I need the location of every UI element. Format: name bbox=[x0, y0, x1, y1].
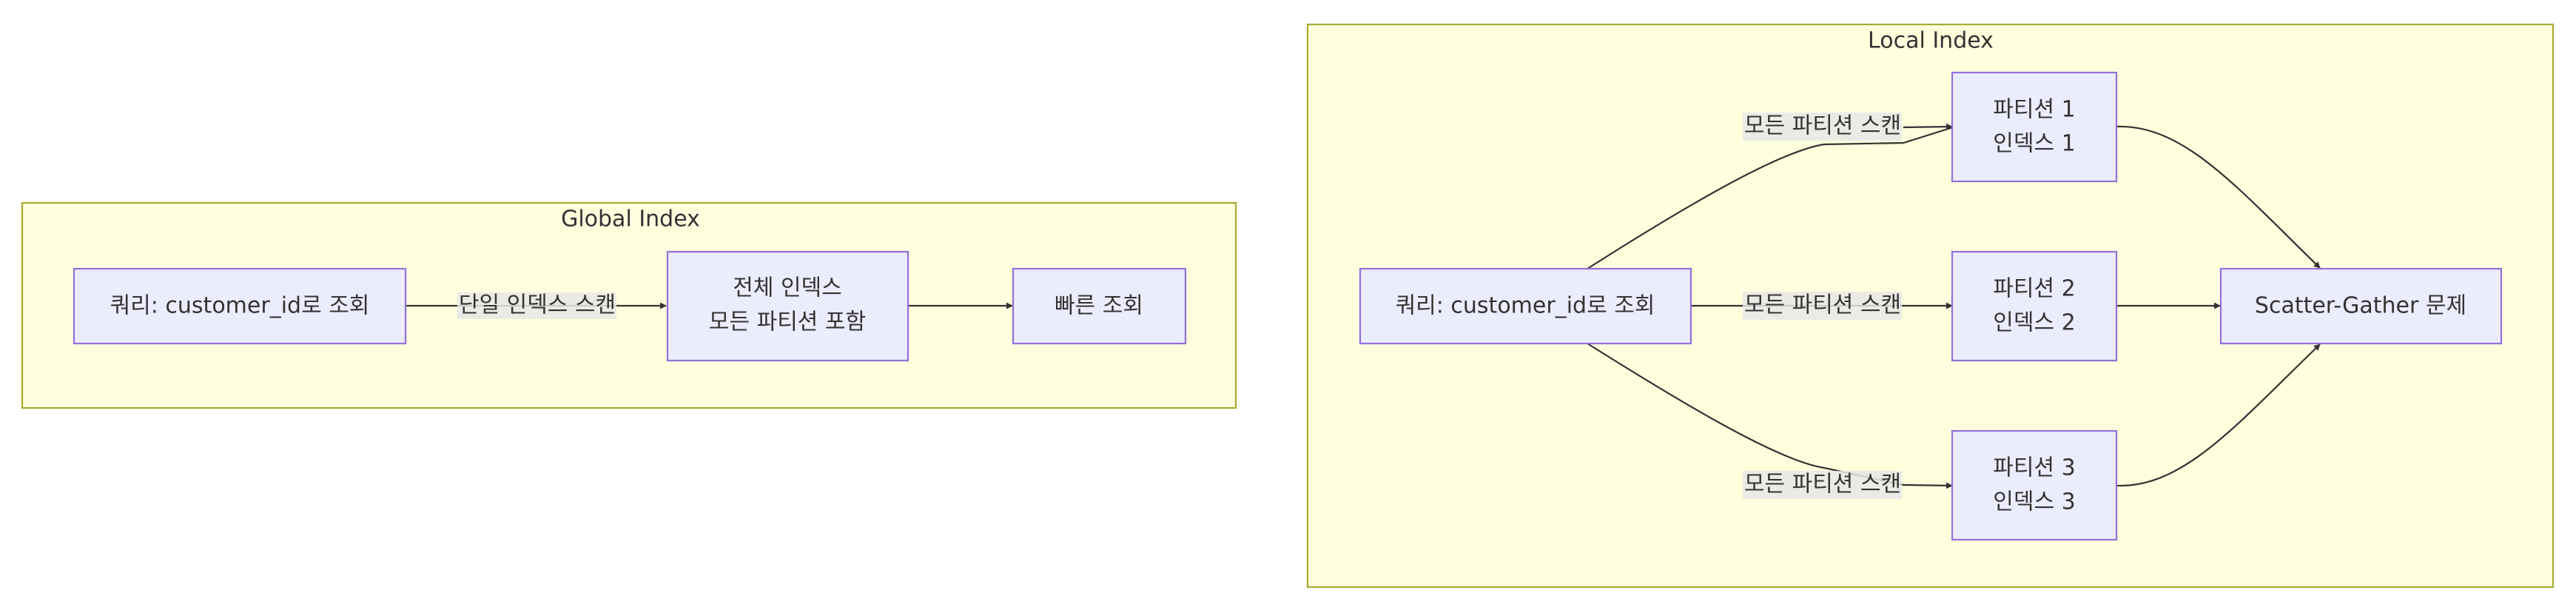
scan-label-3: 모든 파티션 스캔 bbox=[1744, 472, 1901, 498]
partition-2-line2: 인덱스 2 bbox=[1993, 310, 2075, 336]
fast-lookup-node-label: 빠른 조회 bbox=[1055, 293, 1143, 319]
edge-query-to-partition-1-path bbox=[1587, 126, 1954, 269]
edge-label-single-scan: 단일 인덱스 스캔 bbox=[457, 292, 616, 319]
global-index-title: Global Index bbox=[561, 207, 700, 232]
fast-lookup-node: 빠른 조회 bbox=[1012, 267, 1187, 345]
partition-1-node: 파티션 1 인덱스 1 bbox=[1951, 71, 2118, 183]
partition-3-line1: 파티션 3 bbox=[1993, 455, 2075, 481]
partition-2-line1: 파티션 2 bbox=[1993, 276, 2075, 302]
edge-query-to-partition-3-path bbox=[1587, 343, 1904, 486]
partition-1-line2: 인덱스 1 bbox=[1993, 131, 2075, 157]
partition-3-node: 파티션 3 인덱스 3 bbox=[1951, 429, 2118, 541]
edge-label-scan-3: 모든 파티션 스캔 bbox=[1743, 471, 1902, 499]
edge-label-background bbox=[1743, 471, 1902, 499]
edge-query-to-partition-3-head bbox=[1903, 482, 1953, 489]
scatter-gather-node-label: Scatter-Gather 문제 bbox=[2255, 293, 2466, 319]
global-query-node-label: 쿼리: customer_id로 조회 bbox=[110, 293, 370, 319]
local-index-title: Local Index bbox=[1868, 28, 1994, 54]
partition-2-node: 파티션 2 인덱스 2 bbox=[1951, 250, 2118, 362]
full-index-node-line1: 전체 인덱스 bbox=[733, 275, 842, 301]
edge-label-background bbox=[1743, 292, 1902, 320]
partition-2-node-box bbox=[1951, 250, 2118, 362]
local-query-node: 쿼리: customer_id로 조회 bbox=[1359, 267, 1692, 345]
edge-label-background bbox=[457, 292, 616, 319]
local-index-cluster: Local Index 모든 파티션 스캔 모든 파티션 스캔 모든 파티션 스… bbox=[1306, 23, 2555, 589]
full-index-node-box bbox=[666, 250, 909, 362]
local-query-node-label: 쿼리: customer_id로 조회 bbox=[1396, 293, 1655, 319]
scan-label-2: 모든 파티션 스캔 bbox=[1744, 292, 1901, 318]
partition-1-node-box bbox=[1951, 71, 2118, 183]
partition-3-line2: 인덱스 3 bbox=[1993, 489, 2075, 515]
global-query-node-box bbox=[73, 267, 407, 345]
edge-label-scan-2: 모든 파티션 스캔 bbox=[1743, 292, 1902, 320]
edge-partition-3-to-problem bbox=[2116, 344, 2321, 487]
single-scan-label: 단일 인덱스 스캔 bbox=[459, 292, 616, 318]
full-index-node: 전체 인덱스 모든 파티션 포함 bbox=[666, 250, 909, 362]
edge-partition-1-to-problem bbox=[2116, 125, 2321, 269]
partition-1-line1: 파티션 1 bbox=[1993, 97, 2075, 123]
partition-3-node-box bbox=[1951, 429, 2118, 541]
full-index-node-line2: 모든 파티션 포함 bbox=[709, 309, 866, 335]
edge-label-background bbox=[1743, 113, 1902, 141]
local-query-node-box bbox=[1359, 267, 1692, 345]
edge-label-scan-1: 모든 파티션 스캔 bbox=[1743, 113, 1902, 141]
global-index-cluster: Global Index 단일 인덱스 스캔 쿼리: customer_id로 … bbox=[21, 201, 1237, 409]
global-query-node: 쿼리: customer_id로 조회 bbox=[73, 267, 407, 345]
scatter-gather-node: Scatter-Gather 문제 bbox=[2219, 267, 2503, 345]
scatter-gather-node-box bbox=[2219, 267, 2503, 345]
fast-lookup-node-box bbox=[1012, 267, 1187, 345]
scan-label-1: 모든 파티션 스캔 bbox=[1744, 113, 1901, 139]
